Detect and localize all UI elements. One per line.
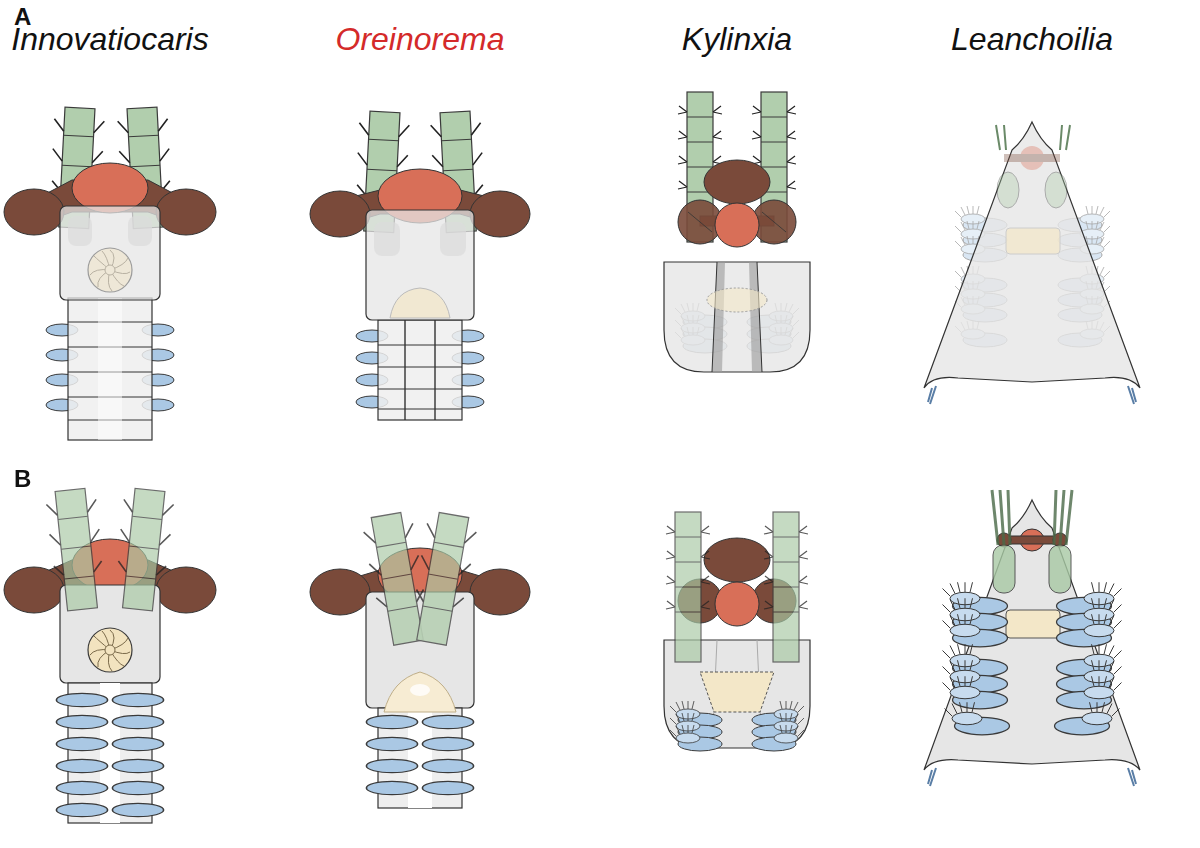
leanchoilia-ventral [924, 490, 1140, 786]
oreinorema-ventral [310, 511, 530, 808]
kylinxia-dorsal [664, 92, 810, 372]
innovatiocaris-ventral [4, 487, 216, 823]
taxon-name: Kylinxia [682, 22, 792, 57]
taxon-name: Innovatiocaris [11, 22, 208, 57]
kylinxia-ventral [664, 512, 810, 751]
taxon-name: Oreinorema [336, 22, 505, 57]
panel-letter: B [14, 466, 31, 492]
leanchoilia-dorsal [924, 122, 1140, 404]
taxon-name: Leanchoilia [951, 22, 1113, 57]
oreinorema-dorsal [310, 111, 530, 420]
innovatiocaris-dorsal [4, 107, 216, 440]
